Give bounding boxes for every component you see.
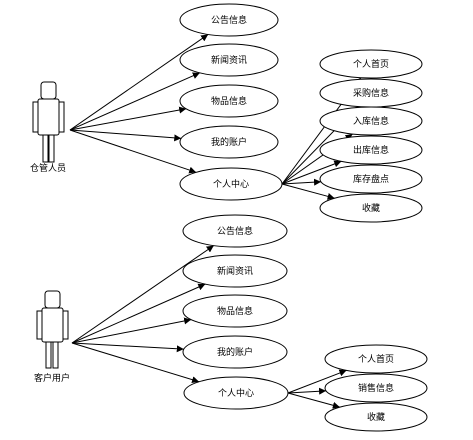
- use-case-customer-home-label: 个人首页: [358, 353, 394, 365]
- edge-actor-warehouse-to-warehouse-news: [69, 72, 201, 131]
- use-case-customer-account-label: 我的账户: [217, 346, 253, 358]
- use-case-warehouse-goods-label: 物品信息: [211, 95, 247, 107]
- use-case-warehouse-center: 个人中心: [179, 167, 283, 201]
- use-case-warehouse-favorites: 收藏: [319, 193, 423, 223]
- edge-actor-customer-to-customer-center: [71, 342, 200, 384]
- use-case-warehouse-outbound: 出库信息: [319, 135, 423, 165]
- edge-actor-warehouse-to-warehouse-center: [69, 129, 197, 174]
- use-case-warehouse-outbound-label: 出库信息: [353, 144, 389, 156]
- use-case-customer-goods-label: 物品信息: [217, 305, 253, 317]
- actor-customer-label: 客户用户: [34, 372, 70, 384]
- use-case-warehouse-goods: 物品信息: [179, 84, 279, 118]
- edge-actor-warehouse-to-warehouse-notice: [69, 34, 209, 131]
- use-case-warehouse-news-label: 新闻资讯: [211, 54, 247, 66]
- use-case-warehouse-center-label: 个人中心: [213, 178, 249, 190]
- use-case-customer-favorites-label: 收藏: [367, 411, 385, 423]
- use-case-warehouse-purchase-label: 采购信息: [353, 87, 389, 99]
- edge-actor-customer-to-customer-news: [71, 283, 206, 344]
- actor-customer: 客户用户: [34, 290, 70, 384]
- use-case-customer-goods: 物品信息: [182, 294, 288, 328]
- use-case-customer-notice: 公告信息: [182, 214, 288, 248]
- actor-warehouse: 仓管人员: [30, 81, 66, 174]
- use-case-warehouse-notice-label: 公告信息: [211, 14, 247, 26]
- actor-warehouse-figure-icon: [32, 81, 65, 163]
- edge-actor-customer-to-customer-goods: [71, 317, 192, 344]
- edge-actor-customer-to-customer-notice: [71, 245, 215, 344]
- edge-actor-warehouse-to-warehouse-account: [69, 129, 182, 142]
- use-case-customer-favorites: 收藏: [324, 402, 428, 432]
- use-case-warehouse-account: 我的账户: [179, 125, 279, 159]
- use-case-warehouse-notice: 公告信息: [179, 3, 279, 37]
- actor-customer-figure-icon: [36, 290, 69, 369]
- use-case-customer-center-label: 个人中心: [218, 387, 254, 399]
- use-case-customer-home: 个人首页: [324, 344, 428, 374]
- edge-actor-customer-to-customer-account: [71, 342, 184, 353]
- edge-actor-warehouse-to-warehouse-goods: [69, 106, 187, 131]
- use-case-customer-account: 我的账户: [182, 335, 288, 369]
- use-case-customer-sales-label: 销售信息: [358, 382, 394, 394]
- use-case-warehouse-news: 新闻资讯: [179, 43, 279, 77]
- edge-warehouse-center-to-warehouse-stock: [281, 178, 322, 186]
- edge-customer-center-to-customer-favorites: [287, 392, 340, 409]
- use-case-warehouse-inbound: 入库信息: [319, 106, 423, 136]
- use-case-warehouse-favorites-label: 收藏: [362, 202, 380, 214]
- use-case-warehouse-stock-label: 库存盘点: [353, 173, 389, 185]
- use-case-customer-news: 新闻资讯: [182, 254, 288, 288]
- edge-warehouse-center-to-warehouse-favorites: [281, 183, 335, 200]
- use-case-warehouse-stock: 库存盘点: [319, 164, 423, 194]
- edge-customer-center-to-customer-home: [287, 369, 347, 394]
- use-case-customer-sales: 销售信息: [324, 373, 428, 403]
- use-case-warehouse-purchase: 采购信息: [319, 78, 423, 108]
- use-case-warehouse-home-label: 个人首页: [353, 58, 389, 70]
- edge-warehouse-center-to-warehouse-outbound: [281, 160, 342, 185]
- use-case-warehouse-inbound-label: 入库信息: [353, 115, 389, 127]
- use-case-customer-news-label: 新闻资讯: [217, 265, 253, 277]
- use-case-customer-center: 个人中心: [183, 376, 289, 410]
- edge-customer-center-to-customer-sales: [287, 387, 327, 395]
- actor-warehouse-label: 仓管人员: [30, 162, 66, 174]
- edge-layer: [69, 34, 362, 409]
- use-case-customer-notice-label: 公告信息: [217, 225, 253, 237]
- use-case-warehouse-home: 个人首页: [319, 49, 423, 79]
- use-case-warehouse-account-label: 我的账户: [211, 136, 247, 148]
